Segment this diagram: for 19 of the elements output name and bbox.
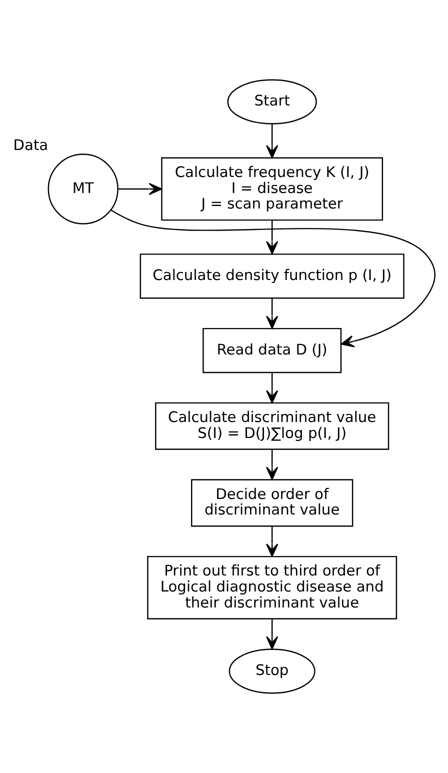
node-circle: MT [48, 154, 118, 224]
node-ellipse: Stop [228, 648, 316, 694]
arrow [266, 450, 278, 480]
arrow [118, 182, 162, 196]
node-box: Calculate frequency K (I, J) I = disease J = scan parameter [161, 157, 384, 221]
node-ellipse: Start [227, 79, 317, 124]
node-box: Read data D (J) [202, 328, 342, 374]
arrow [266, 372, 278, 404]
node-box: Calculate density function p (I, J) [140, 254, 404, 299]
node-box: Decide order of discriminant value [191, 479, 354, 527]
arrow [110, 210, 436, 348]
node-box: Print out first to third order of Logical diagnostic disease and their discriminant value [147, 556, 398, 620]
arrow [266, 298, 278, 329]
node-label: Data [13, 137, 48, 154]
arrow [266, 619, 278, 650]
arrow [266, 220, 278, 254]
arrow [266, 526, 278, 557]
node-box: Calculate discriminant value S(I) = D(J)∑log p(I, J) [155, 402, 390, 450]
arrow [266, 124, 278, 158]
